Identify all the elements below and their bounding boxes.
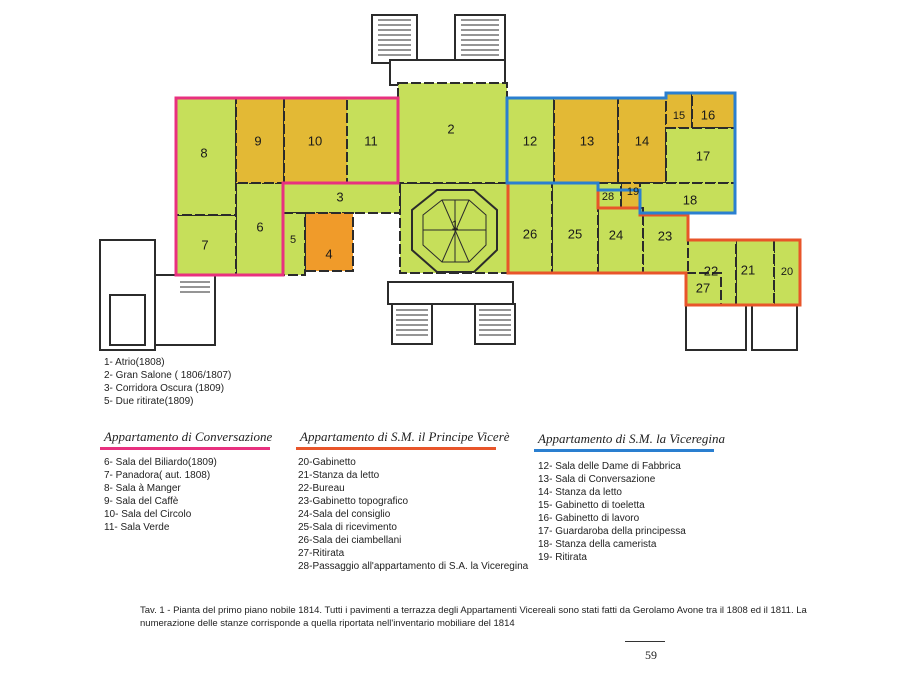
principe-item: 23-Gabinetto topografico [298, 496, 409, 507]
conversazione-item: 7- Panadora( aut. 1808) [104, 470, 211, 481]
principe-item: 25-Sala di ricevimento [298, 522, 397, 533]
room-label-16: 16 [701, 107, 715, 122]
room-label-2: 2 [447, 121, 454, 136]
room-9 [235, 97, 285, 184]
outline-viceregina [505, 91, 737, 215]
room-label-28: 28 [602, 191, 614, 203]
room-label-19: 19 [627, 186, 639, 198]
room-label-26: 26 [523, 226, 537, 241]
figure-caption: Tav. 1 - Pianta del primo piano nobile 1… [140, 605, 807, 629]
principe-item: 27-Ritirata [298, 548, 345, 559]
room-label-15: 15 [673, 110, 685, 122]
viceregina-item: 17- Guardaroba della principessa [538, 526, 686, 537]
room-8 [175, 97, 237, 216]
principe-item: 24-Sala del consiglio [298, 509, 391, 520]
outbuilding-right [685, 299, 798, 351]
conversazione-item: 6- Sala del Biliardo(1809) [104, 457, 217, 468]
conversazione-rule [100, 447, 270, 450]
room-label-4: 4 [325, 246, 332, 261]
apartment-outlines [174, 91, 802, 307]
page-number: 59 [645, 648, 657, 662]
principe-item: 22-Bureau [298, 483, 345, 494]
general-item: 2- Gran Salone ( 1806/1807) [104, 370, 232, 381]
room-label-1: 1 [451, 217, 458, 232]
viceregina-item: 18- Stanza della camerista [538, 539, 657, 550]
conversazione-item: 8- Sala à Manger [104, 483, 181, 494]
viceregina-item: 16- Gabinetto di lavoro [538, 513, 640, 524]
principe-item: 28-Passaggio all'appartamento di S.A. la… [298, 561, 529, 572]
room-7 [175, 214, 237, 276]
room-label-8: 8 [200, 145, 207, 160]
principe-title: Appartamento di S.M. il Principe Vicerè [300, 429, 510, 444]
principe-list: 20-Gabinetto 21-Stanza da letto 22-Burea… [298, 456, 528, 573]
conversazione-item: 11- Sala Verde [104, 522, 170, 533]
room-label-7: 7 [201, 237, 208, 252]
room-label-23: 23 [658, 228, 672, 243]
room-label-9: 9 [254, 133, 261, 148]
general-room-list: 1- Atrio(1808) 2- Gran Salone ( 1806/180… [104, 356, 231, 408]
room-label-3: 3 [336, 189, 343, 204]
room-label-24: 24 [609, 227, 623, 242]
general-item: 1- Atrio(1808) [104, 357, 165, 368]
room-label-20: 20 [781, 266, 793, 278]
principe-item: 21-Stanza da letto [298, 470, 380, 481]
principe-item: 26-Sala dei ciambellani [298, 535, 402, 546]
room-label-25: 25 [568, 226, 582, 241]
viceregina-item: 14- Stanza da letto [538, 487, 622, 498]
room-label-5: 5 [290, 234, 296, 246]
conversazione-item: 9- Sala del Caffè [104, 496, 179, 507]
room-label-10: 10 [308, 133, 322, 148]
principe-item: 20-Gabinetto [298, 457, 356, 468]
conversazione-list: 6- Sala del Biliardo(1809) 7- Panadora( … [104, 456, 217, 534]
room-label-22: 22 [704, 263, 718, 278]
atrium-octagon [411, 189, 498, 273]
room-label-6: 6 [256, 219, 263, 234]
room-label-18: 18 [683, 192, 697, 207]
conversazione-title: Appartamento di Conversazione [104, 429, 273, 444]
room-label-21: 21 [741, 262, 755, 277]
outline-principe [506, 181, 802, 307]
staircases-bottom [387, 281, 516, 345]
conversazione-item: 10- Sala del Circolo [104, 509, 192, 520]
page-rule [625, 641, 665, 642]
viceregina-list: 12- Sala delle Dame di Fabbrica 13- Sala… [538, 460, 686, 564]
general-item: 3- Corridora Oscura (1809) [104, 383, 225, 394]
room-label-14: 14 [635, 133, 649, 148]
viceregina-item: 13- Sala di Conversazione [538, 474, 656, 485]
room-label-12: 12 [523, 133, 537, 148]
room-label-11: 11 [364, 133, 378, 148]
room-label-13: 13 [580, 133, 594, 148]
principe-rule [296, 447, 496, 450]
viceregina-item: 15- Gabinetto di toeletta [538, 500, 645, 511]
room-label-27: 27 [696, 280, 710, 295]
stair-hatching [180, 19, 511, 336]
viceregina-item: 12- Sala delle Dame di Fabbrica [538, 461, 681, 472]
rooms [175, 82, 801, 306]
viceregina-rule [534, 449, 714, 452]
room-4 [304, 212, 354, 272]
viceregina-title: Appartamento di S.M. la Viceregina [538, 431, 726, 446]
room-label-17: 17 [696, 148, 710, 163]
room-23 [642, 214, 689, 274]
outline-conversazione [174, 96, 400, 277]
general-item: 5- Due ritirate(1809) [104, 396, 194, 407]
viceregina-item: 19- Ritirata [538, 552, 587, 563]
